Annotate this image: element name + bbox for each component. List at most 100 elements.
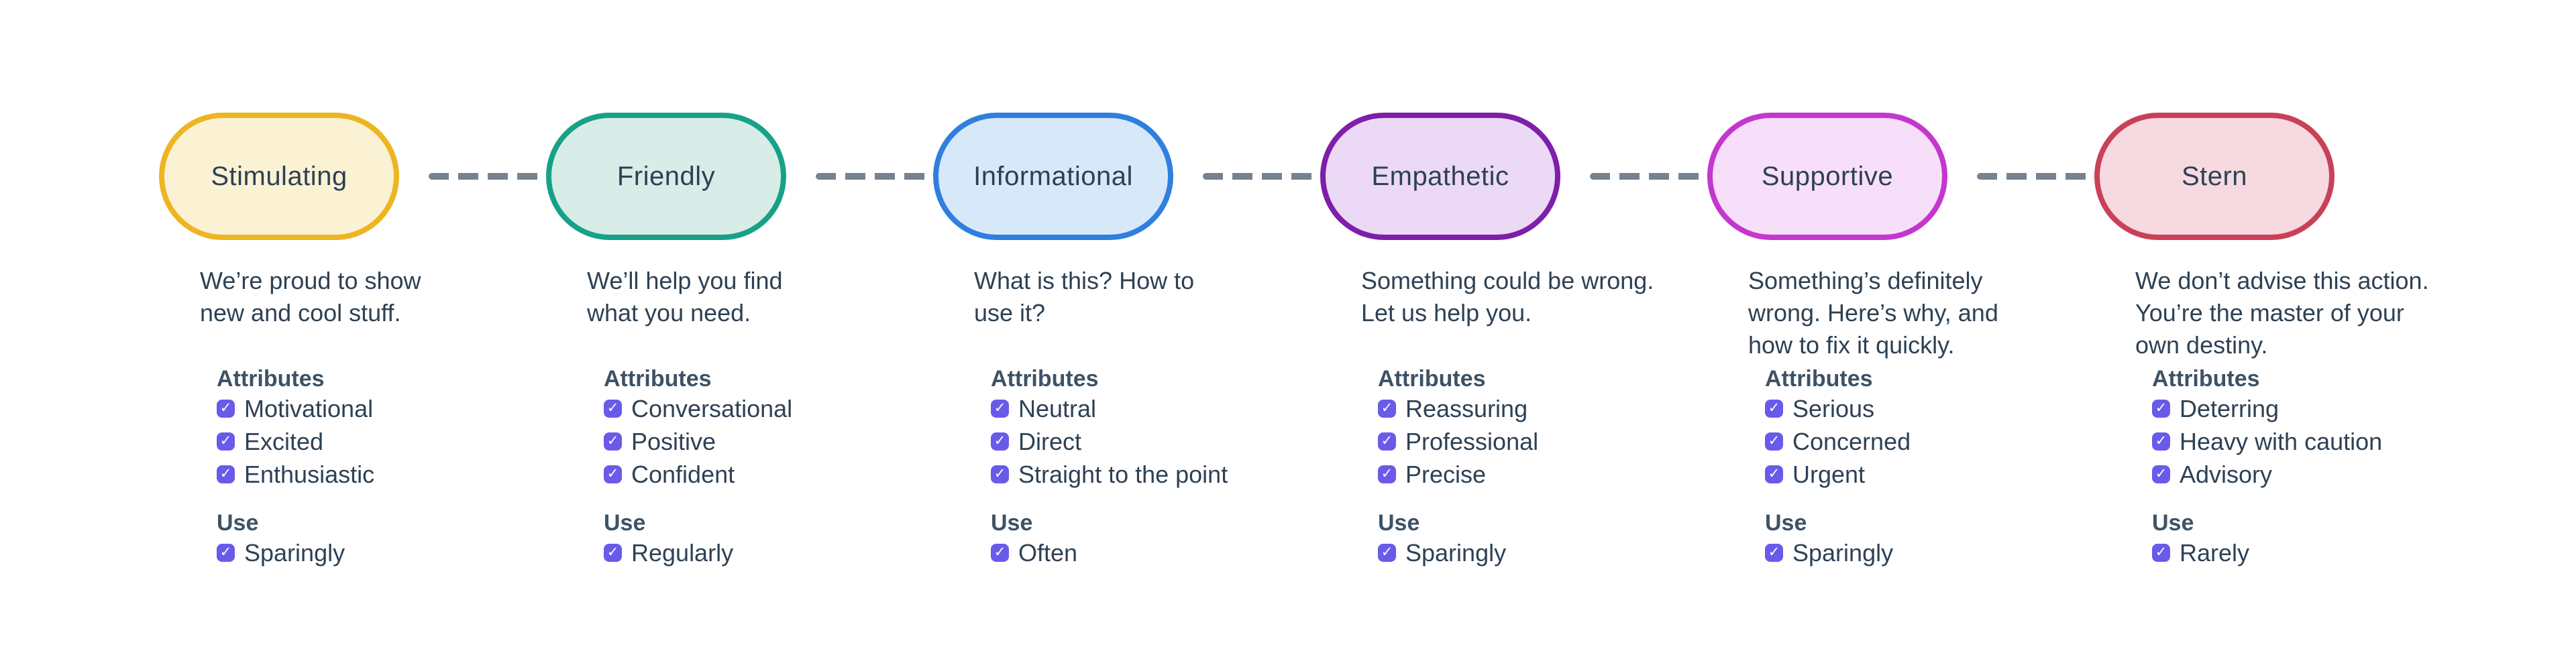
check-icon: ✓ [1768, 400, 1780, 416]
checkbox-checked-icon[interactable]: ✓ [1765, 432, 1783, 451]
tone-column-friendly: Friendly We’ll help you find what you ne… [546, 113, 931, 569]
attribute-checkbox-row[interactable]: ✓ Enthusiastic [217, 458, 399, 491]
attribute-checkbox-row[interactable]: ✓ Direct [991, 425, 1173, 458]
tone-description: What is this? How to use it? [974, 267, 1195, 327]
use-group: Use ✓ Sparingly [1707, 510, 1947, 569]
check-icon: ✓ [1381, 400, 1393, 416]
attributes-heading: Attributes [1765, 366, 1873, 392]
checkbox-checked-icon[interactable]: ✓ [217, 465, 235, 483]
checkbox-checked-icon[interactable]: ✓ [1765, 544, 1783, 562]
tone-description: We’ll help you find what you need. [587, 267, 783, 327]
check-icon: ✓ [994, 544, 1006, 560]
check-icon: ✓ [2155, 544, 2167, 560]
checkbox-checked-icon[interactable]: ✓ [1378, 400, 1396, 418]
tone-description: Something could be wrong. Let us help yo… [1361, 267, 1654, 327]
checkbox-checked-icon[interactable]: ✓ [2152, 465, 2170, 483]
check-icon: ✓ [219, 432, 232, 449]
checkbox-checked-icon[interactable]: ✓ [991, 400, 1009, 418]
attributes-heading: Attributes [217, 366, 325, 392]
checkbox-checked-icon[interactable]: ✓ [2152, 432, 2170, 451]
use-label: Sparingly [1792, 538, 1894, 567]
check-icon: ✓ [1768, 432, 1780, 449]
attribute-checkbox-row[interactable]: ✓ Confident [604, 458, 786, 491]
check-icon: ✓ [1381, 465, 1393, 481]
attribute-label: Deterring [2180, 394, 2279, 422]
tone-column-empathetic: Empathetic Something could be wrong. Let… [1320, 113, 1705, 569]
attributes-group: Attributes ✓ Serious ✓ Concerned ✓ Urgen… [1707, 365, 1947, 491]
attribute-checkbox-row[interactable]: ✓ Neutral [991, 392, 1173, 425]
checkbox-checked-icon[interactable]: ✓ [1378, 432, 1396, 451]
checkbox-checked-icon[interactable]: ✓ [991, 432, 1009, 451]
checkbox-checked-icon[interactable]: ✓ [604, 544, 622, 562]
tone-node-label: Stern [2181, 161, 2248, 191]
attributes-group: Attributes ✓ Motivational ✓ Excited ✓ En… [159, 365, 399, 491]
attribute-checkbox-row[interactable]: ✓ Precise [1378, 458, 1560, 491]
checkbox-checked-icon[interactable]: ✓ [1765, 400, 1783, 418]
use-checkbox-row[interactable]: ✓ Rarely [2152, 536, 2334, 569]
attribute-checkbox-row[interactable]: ✓ Positive [604, 425, 786, 458]
attribute-checkbox-row[interactable]: ✓ Serious [1765, 392, 1947, 425]
attribute-label: Reassuring [1405, 394, 1528, 422]
checkbox-checked-icon[interactable]: ✓ [217, 432, 235, 451]
attribute-checkbox-row[interactable]: ✓ Deterring [2152, 392, 2334, 425]
attribute-checkbox-row[interactable]: ✓ Advisory [2152, 458, 2334, 491]
checkbox-checked-icon[interactable]: ✓ [1378, 544, 1396, 562]
use-group: Use ✓ Often [933, 510, 1173, 569]
checkbox-checked-icon[interactable]: ✓ [1378, 465, 1396, 483]
use-heading: Use [991, 510, 1033, 536]
use-checkbox-row[interactable]: ✓ Regularly [604, 536, 786, 569]
attribute-checkbox-row[interactable]: ✓ Urgent [1765, 458, 1947, 491]
use-checkbox-row[interactable]: ✓ Sparingly [1378, 536, 1560, 569]
attribute-checkbox-row[interactable]: ✓ Professional [1378, 425, 1560, 458]
tone-description: We’re proud to show new and cool stuff. [200, 267, 421, 327]
use-checkbox-row[interactable]: ✓ Sparingly [1765, 536, 1947, 569]
check-icon: ✓ [994, 400, 1006, 416]
check-icon: ✓ [219, 465, 232, 481]
attributes-heading: Attributes [604, 366, 712, 392]
checkbox-checked-icon[interactable]: ✓ [2152, 400, 2170, 418]
attributes-heading: Attributes [2152, 366, 2260, 392]
attribute-checkbox-row[interactable]: ✓ Excited [217, 425, 399, 458]
checkbox-checked-icon[interactable]: ✓ [2152, 544, 2170, 562]
tone-node-friendly: Friendly [546, 113, 786, 240]
tone-node-label: Friendly [616, 161, 716, 191]
checkbox-checked-icon[interactable]: ✓ [604, 432, 622, 451]
check-icon: ✓ [606, 400, 619, 416]
checkbox-checked-icon[interactable]: ✓ [217, 544, 235, 562]
check-icon: ✓ [994, 432, 1006, 449]
attribute-checkbox-row[interactable]: ✓ Straight to the point [991, 458, 1228, 491]
tone-node-stern: Stern [2094, 113, 2334, 240]
checkbox-checked-icon[interactable]: ✓ [991, 465, 1009, 483]
checkbox-checked-icon[interactable]: ✓ [991, 544, 1009, 562]
attribute-checkbox-row[interactable]: ✓ Concerned [1765, 425, 1947, 458]
checkbox-checked-icon[interactable]: ✓ [604, 400, 622, 418]
attribute-label: Motivational [244, 394, 374, 422]
attribute-checkbox-row[interactable]: ✓ Reassuring [1378, 392, 1560, 425]
check-icon: ✓ [1381, 544, 1393, 560]
use-heading: Use [1765, 510, 1807, 536]
tone-node-informational: Informational [933, 113, 1173, 240]
checkbox-checked-icon[interactable]: ✓ [604, 465, 622, 483]
attribute-label: Serious [1792, 394, 1875, 422]
attribute-label: Concerned [1792, 427, 1911, 455]
attributes-heading: Attributes [991, 366, 1099, 392]
attribute-checkbox-row[interactable]: ✓ Conversational [604, 392, 792, 425]
use-heading: Use [2152, 510, 2194, 536]
tone-node-label: Informational [973, 161, 1133, 191]
attribute-checkbox-row[interactable]: ✓ Heavy with caution [2152, 425, 2382, 458]
attribute-label: Neutral [1018, 394, 1097, 422]
check-icon: ✓ [219, 544, 232, 560]
tone-column-stern: Stern We don’t advise this action. You’r… [2094, 113, 2429, 569]
attribute-label: Confident [631, 460, 735, 488]
checkbox-checked-icon[interactable]: ✓ [1765, 465, 1783, 483]
use-heading: Use [1378, 510, 1420, 536]
use-label: Sparingly [244, 538, 345, 567]
use-heading: Use [217, 510, 259, 536]
tone-node-label: Empathetic [1371, 161, 1509, 191]
use-group: Use ✓ Rarely [2094, 510, 2334, 569]
use-checkbox-row[interactable]: ✓ Sparingly [217, 536, 399, 569]
use-checkbox-row[interactable]: ✓ Often [991, 536, 1173, 569]
attribute-checkbox-row[interactable]: ✓ Motivational [217, 392, 399, 425]
checkbox-checked-icon[interactable]: ✓ [217, 400, 235, 418]
